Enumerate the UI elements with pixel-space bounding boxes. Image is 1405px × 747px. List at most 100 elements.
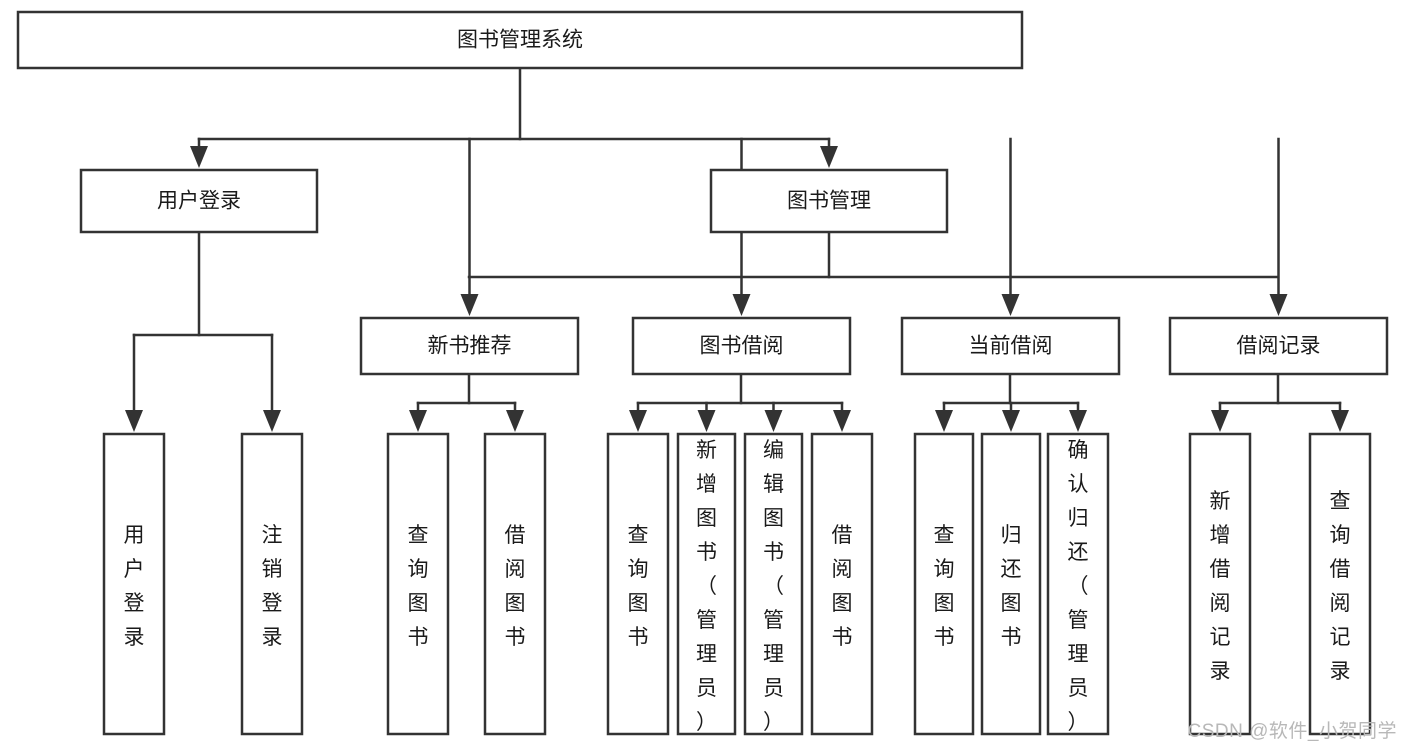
- node-records[interactable]: 借阅记录: [1168, 316, 1389, 376]
- node-label-leaf-user-login-glyph: 用: [124, 524, 145, 547]
- node-root[interactable]: 图书管理系统: [16, 10, 1024, 70]
- node-label-leaf-borrow-lend-glyph: 阅: [832, 558, 853, 581]
- node-box-records[interactable]: [1168, 316, 1389, 376]
- arrow-head-icon: [506, 410, 524, 432]
- node-label-leaf-borrow-edit-glyph: 图: [763, 507, 784, 530]
- node-box-leaf-records-add[interactable]: [1188, 432, 1252, 736]
- node-box-leaf-user-login[interactable]: [102, 432, 166, 736]
- node-label-leaf-current-query-glyph: 查: [934, 524, 955, 547]
- node-label-leaf-records-add-glyph: 借: [1210, 558, 1231, 581]
- node-label-leaf-current-confirm-glyph: 确: [1068, 439, 1089, 462]
- node-box-root[interactable]: [16, 10, 1024, 70]
- node-label-root: 图书管理系统: [457, 29, 583, 52]
- node-label-leaf-current-confirm-glyph: 理: [1068, 643, 1089, 666]
- node-login[interactable]: 用户登录: [79, 168, 319, 234]
- node-box-leaf-borrow-edit[interactable]: [743, 432, 804, 736]
- node-label-leaf-borrow-edit-glyph: ）: [763, 711, 784, 734]
- node-label-leaf-borrow-query-glyph: 询: [628, 558, 649, 581]
- node-box-bookmgmt[interactable]: [709, 168, 949, 234]
- node-label-leaf-current-confirm-glyph: 员: [1068, 677, 1089, 700]
- node-label-borrow: 图书借阅: [700, 335, 784, 358]
- node-box-leaf-newbook-query[interactable]: [386, 432, 450, 736]
- node-box-leaf-newbook-borrow[interactable]: [483, 432, 547, 736]
- node-label-leaf-borrow-edit-glyph: （: [763, 575, 784, 598]
- node-label-leaf-borrow-add-glyph: 新: [696, 439, 717, 462]
- node-label-leaf-user-login-glyph: 登: [124, 592, 145, 615]
- node-newbook[interactable]: 新书推荐: [359, 316, 580, 376]
- node-box-borrow[interactable]: [631, 316, 852, 376]
- arrow-head-icon: [833, 410, 851, 432]
- node-leaf-user-login[interactable]: 用户登录: [102, 432, 166, 736]
- node-label-leaf-current-return-glyph: 图: [1001, 592, 1022, 615]
- arrow-head-icon: [409, 410, 427, 432]
- node-label-leaf-current-query-glyph: 书: [934, 626, 955, 649]
- node-label-leaf-user-login-glyph: 户: [124, 558, 145, 581]
- node-label-leaf-current-return-glyph: 归: [1001, 524, 1022, 547]
- node-label-leaf-current-confirm-glyph: 认: [1068, 473, 1089, 496]
- node-box-login[interactable]: [79, 168, 319, 234]
- node-label-leaf-records-query-glyph: 借: [1330, 558, 1351, 581]
- node-label-leaf-current-query-glyph: 图: [934, 592, 955, 615]
- node-label-leaf-records-add-glyph: 新: [1210, 490, 1231, 513]
- node-label-leaf-current-confirm-glyph: ）: [1068, 711, 1089, 734]
- arrow-head-icon: [629, 410, 647, 432]
- node-label-leaf-user-logout-glyph: 登: [262, 592, 283, 615]
- arrow-head-icon: [460, 294, 479, 316]
- nodes-layer: 图书管理系统用户登录图书管理新书推荐图书借阅当前借阅借阅记录用户登录注销登录查询…: [16, 10, 1389, 736]
- node-box-leaf-user-logout[interactable]: [240, 432, 304, 736]
- node-box-newbook[interactable]: [359, 316, 580, 376]
- node-label-leaf-newbook-query-glyph: 询: [408, 558, 429, 581]
- arrow-head-icon: [732, 294, 751, 316]
- node-label-leaf-borrow-query-glyph: 书: [628, 626, 649, 649]
- node-label-leaf-current-query-glyph: 询: [934, 558, 955, 581]
- node-box-leaf-current-query[interactable]: [913, 432, 975, 736]
- node-box-leaf-current-return[interactable]: [980, 432, 1042, 736]
- arrow-head-icon: [1001, 294, 1020, 316]
- node-label-leaf-records-query-glyph: 查: [1330, 490, 1351, 513]
- node-label-leaf-records-add-glyph: 记: [1210, 626, 1231, 649]
- connectors-layer: [125, 66, 1349, 432]
- node-label-leaf-records-add-glyph: 阅: [1210, 592, 1231, 615]
- node-current[interactable]: 当前借阅: [900, 316, 1121, 376]
- node-borrow[interactable]: 图书借阅: [631, 316, 852, 376]
- node-label-leaf-newbook-query-glyph: 查: [408, 524, 429, 547]
- node-box-current[interactable]: [900, 316, 1121, 376]
- node-label-leaf-borrow-query-glyph: 查: [628, 524, 649, 547]
- node-box-leaf-records-query[interactable]: [1308, 432, 1372, 736]
- node-label-leaf-borrow-lend-glyph: 书: [832, 626, 853, 649]
- node-box-leaf-borrow-lend[interactable]: [810, 432, 874, 736]
- node-label-leaf-borrow-edit-glyph: 书: [763, 541, 784, 564]
- node-bookmgmt[interactable]: 图书管理: [709, 168, 949, 234]
- node-label-leaf-current-confirm-glyph: （: [1068, 575, 1089, 598]
- node-label-leaf-borrow-lend-glyph: 图: [832, 592, 853, 615]
- node-label-leaf-borrow-add-glyph: ）: [696, 711, 717, 734]
- node-label-leaf-records-add-glyph: 录: [1210, 660, 1231, 683]
- node-label-leaf-newbook-borrow-glyph: 图: [505, 592, 526, 615]
- node-label-leaf-user-login-glyph: 录: [124, 626, 145, 649]
- node-label-newbook: 新书推荐: [428, 335, 512, 358]
- node-label-leaf-user-logout-glyph: 录: [262, 626, 283, 649]
- node-label-leaf-records-query-glyph: 阅: [1330, 592, 1351, 615]
- node-label-leaf-borrow-edit-glyph: 员: [763, 677, 784, 700]
- node-label-leaf-borrow-query-glyph: 图: [628, 592, 649, 615]
- node-label-leaf-borrow-edit-glyph: 管: [763, 609, 784, 632]
- arrow-head-icon: [1269, 294, 1288, 316]
- node-box-leaf-borrow-add[interactable]: [676, 432, 737, 736]
- node-box-leaf-borrow-query[interactable]: [606, 432, 670, 736]
- node-label-leaf-borrow-add-glyph: （: [696, 575, 717, 598]
- node-box-leaf-current-confirm[interactable]: [1046, 432, 1110, 736]
